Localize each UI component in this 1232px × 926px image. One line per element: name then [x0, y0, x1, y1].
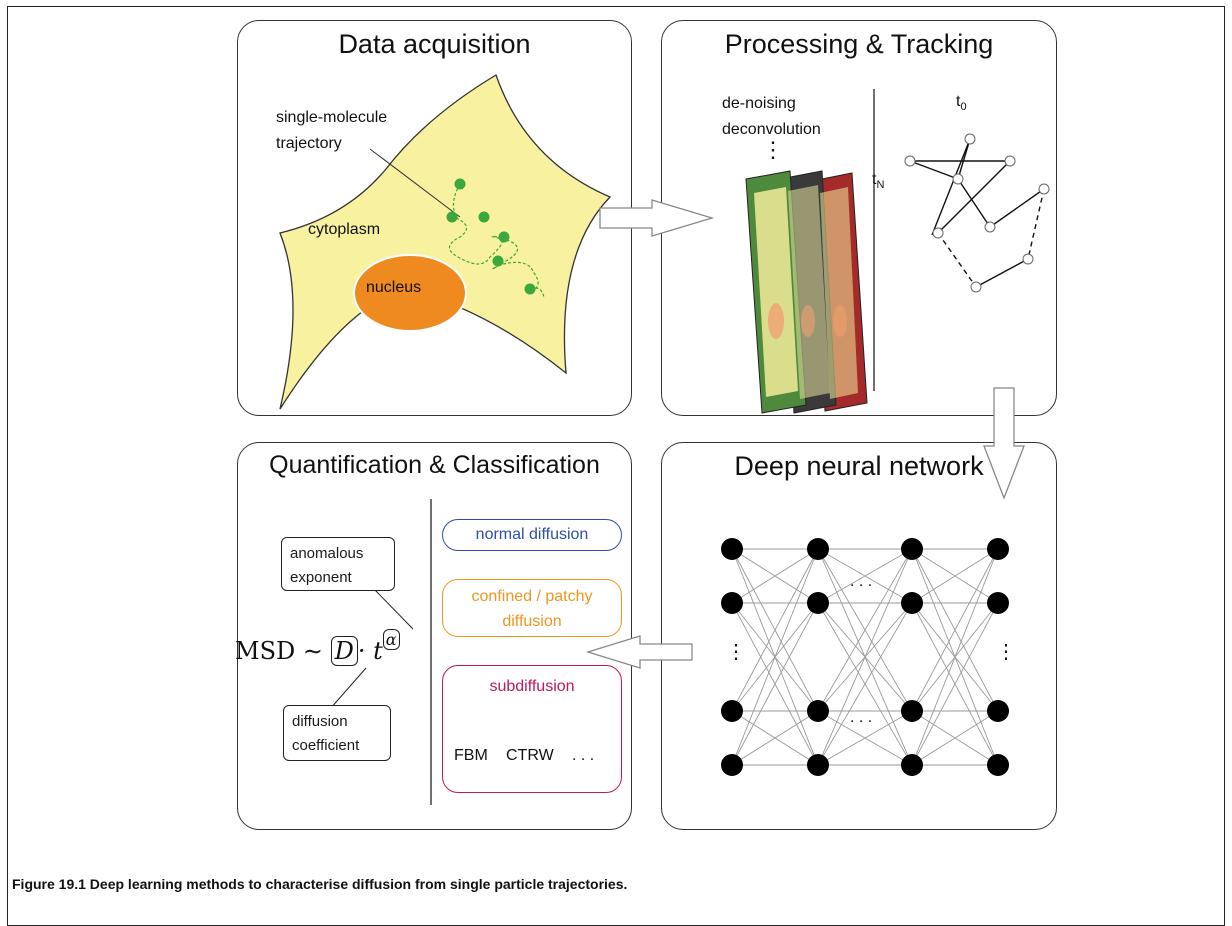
- network-node: [987, 592, 1009, 614]
- network-node: [807, 754, 829, 776]
- panel-processing-tracking: Processing & Tracking de-noising deconvo…: [661, 20, 1057, 416]
- tN-label: tN: [872, 171, 885, 192]
- subclass-fbm: FBM: [454, 747, 488, 764]
- exponent-connector: [373, 588, 414, 630]
- class-normal-diffusion: normal diffusion: [442, 519, 622, 551]
- class-confined-diffusion: confined / patchy diffusion: [442, 579, 622, 637]
- network-node: [987, 700, 1009, 722]
- trajectory-label-line-2: trajectory: [276, 135, 342, 152]
- trajectory-pointer: [369, 148, 461, 218]
- frame-nucleus: [833, 305, 847, 337]
- frame-inner-2: [788, 185, 830, 399]
- molecule: [446, 211, 458, 223]
- network-connection: [731, 602, 819, 766]
- network-connection: [731, 548, 819, 712]
- network-node: [987, 754, 1009, 776]
- neural-network: [721, 538, 1009, 776]
- network-node: [987, 538, 1009, 560]
- network-connection: [911, 548, 999, 712]
- network-connection: [817, 602, 913, 766]
- frame-inner-1: [754, 187, 798, 397]
- cytoplasm-label: cytoplasm: [308, 221, 381, 238]
- trajectory-label-line-1: single-molecule: [276, 109, 388, 126]
- network-node: [901, 754, 923, 776]
- hidden-ellipsis-top: . . .: [850, 573, 873, 590]
- molecule: [478, 211, 490, 223]
- hidden-ellipsis-bottom: . . .: [850, 709, 873, 726]
- subclass-ctrw: CTRW: [506, 747, 554, 764]
- image-stack: [745, 170, 868, 414]
- network-connection: [911, 548, 999, 604]
- cell-illustration: [279, 74, 612, 410]
- network-connection: [731, 710, 819, 766]
- molecule: [492, 255, 504, 267]
- network-connection: [911, 710, 999, 766]
- class-subdiffusion: subdiffusion: [442, 665, 622, 793]
- cell-body: [279, 74, 612, 410]
- trajectory-path: [448, 183, 545, 298]
- network-node: [807, 700, 829, 722]
- step-ellipsis: ⋮: [762, 137, 784, 162]
- network-connection: [817, 548, 913, 712]
- nucleus: [353, 254, 467, 332]
- t0-label: t0: [956, 93, 967, 114]
- molecule: [498, 231, 510, 243]
- formula-alpha: α: [382, 629, 400, 650]
- panel-quantification-classification: Quantification & Classification anomalou…: [235, 442, 632, 830]
- figure-caption: Figure 19.1 Deep learning methods to cha…: [12, 876, 628, 892]
- output-ellipsis: ⋮: [996, 641, 1016, 663]
- network-node: [901, 592, 923, 614]
- panel-data-acquisition: Data acquisition single-molecule traject…: [237, 20, 632, 416]
- network-node: [721, 700, 743, 722]
- network-connection: [817, 710, 913, 766]
- network-node: [807, 592, 829, 614]
- track-nodes: [904, 133, 1050, 293]
- network-node: [901, 700, 923, 722]
- molecule: [454, 178, 466, 190]
- processing-illustration: [745, 89, 1050, 414]
- input-ellipsis: ⋮: [726, 641, 746, 663]
- subclass-more: . . .: [572, 747, 595, 764]
- molecule: [524, 283, 536, 295]
- network-node: [901, 538, 923, 560]
- panel-title: Deep neural network: [734, 451, 984, 481]
- diffusion-coefficient-box: diffusion coefficient: [283, 705, 391, 761]
- network-node: [721, 754, 743, 776]
- network-connection: [817, 548, 913, 604]
- network-connection: [911, 548, 999, 766]
- frame-nucleus: [801, 305, 815, 337]
- tracking-graph: [909, 138, 1045, 288]
- nucleus-label: nucleus: [366, 279, 422, 296]
- network-connection: [731, 548, 819, 766]
- panel-title: Quantification & Classification: [269, 451, 600, 479]
- network-node: [721, 538, 743, 560]
- network-node: [721, 592, 743, 614]
- panel-title: Data acquisition: [338, 29, 531, 59]
- coefficient-connector: [329, 667, 367, 710]
- network-node: [807, 538, 829, 560]
- network-connection: [911, 602, 999, 766]
- molecules: [446, 178, 536, 295]
- network-connection: [731, 548, 819, 604]
- anomalous-exponent-box: anomalous exponent: [281, 537, 395, 591]
- step-denoising: de-noising: [722, 95, 796, 112]
- frame-nucleus: [768, 303, 784, 339]
- formula-D: D: [330, 636, 358, 666]
- frame-inner-3: [820, 187, 858, 399]
- panel-title: Processing & Tracking: [724, 29, 994, 59]
- panel-deep-neural-network: Deep neural network . . . . . . ⋮ ⋮: [661, 442, 1057, 830]
- network-connection: [817, 548, 913, 766]
- step-deconvolution: deconvolution: [722, 121, 821, 138]
